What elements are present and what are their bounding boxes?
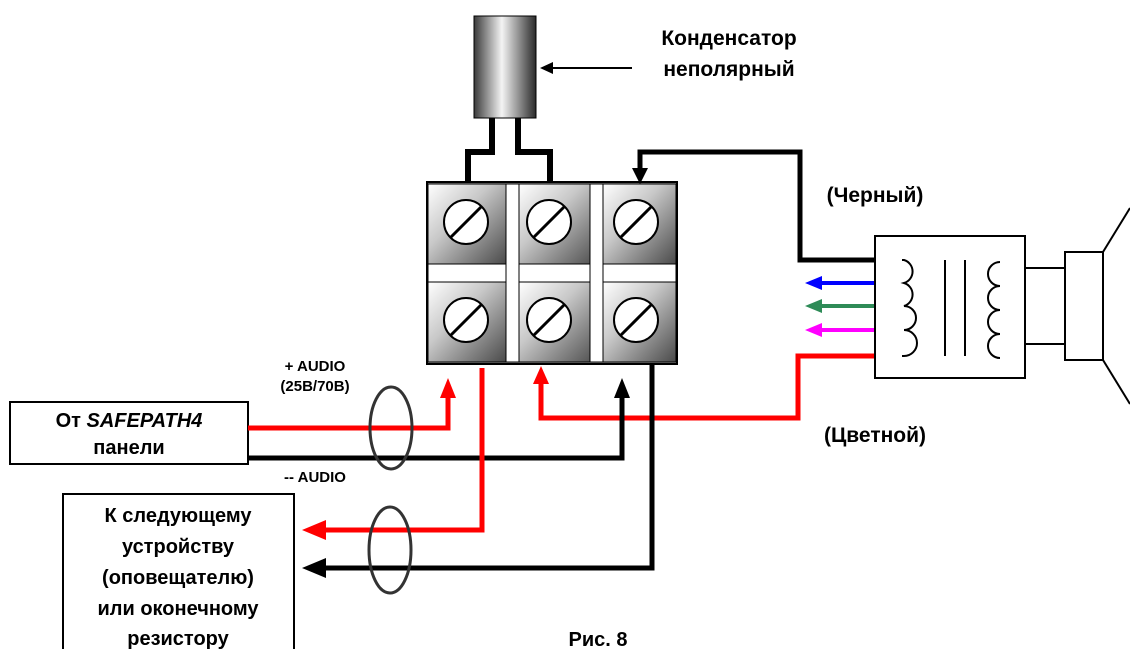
source-panel-box: От SAFEPATH4 панели [9, 401, 249, 465]
audio-plus-label-line2: (25В/70В) [280, 378, 349, 395]
audio-minus-wire [248, 378, 630, 461]
next-box-line3: (оповещателю) [102, 567, 254, 589]
input-wire-pair-ring [368, 385, 414, 471]
screw-icon [443, 199, 489, 245]
black-wire-label: (Черный) [827, 184, 924, 207]
screw-icon [613, 199, 659, 245]
screw-icon [526, 199, 572, 245]
transformer-icon [874, 235, 1026, 379]
capacitor-label-line2: неполярный [663, 58, 794, 81]
source-box-line1: От SAFEPATH4 [56, 410, 203, 432]
capacitor-icon [465, 15, 553, 182]
next-box-line5: резистору [127, 628, 229, 649]
speaker-icon [1024, 207, 1130, 405]
capacitor-label-line1: Конденсатор [661, 27, 796, 50]
screw-icon [613, 297, 659, 343]
colored-wire-label: (Цветной) [824, 424, 926, 447]
source-box-line2: панели [93, 437, 164, 459]
next-device-box: К следующему устройству (оповещателю) ил… [62, 493, 295, 649]
capacitor-pointer-arrow [540, 62, 632, 74]
audio-minus-label: -- AUDIO [284, 469, 346, 486]
black-wire-speaker [632, 149, 902, 263]
output-black-wire [302, 364, 655, 578]
audio-plus-label-line1: + AUDIO [285, 358, 346, 375]
next-box-line1: К следующему [105, 505, 253, 527]
output-wire-pair-ring [367, 505, 413, 595]
colored-wire-speaker [533, 353, 902, 421]
figure-caption: Рис. 8 [569, 629, 628, 649]
screw-icon [526, 297, 572, 343]
next-box-line2: устройству [122, 536, 235, 558]
output-red-wire [302, 368, 485, 540]
screw-icon [443, 297, 489, 343]
audio-plus-wire [248, 378, 456, 431]
next-box-line4: или оконечному [97, 598, 259, 620]
